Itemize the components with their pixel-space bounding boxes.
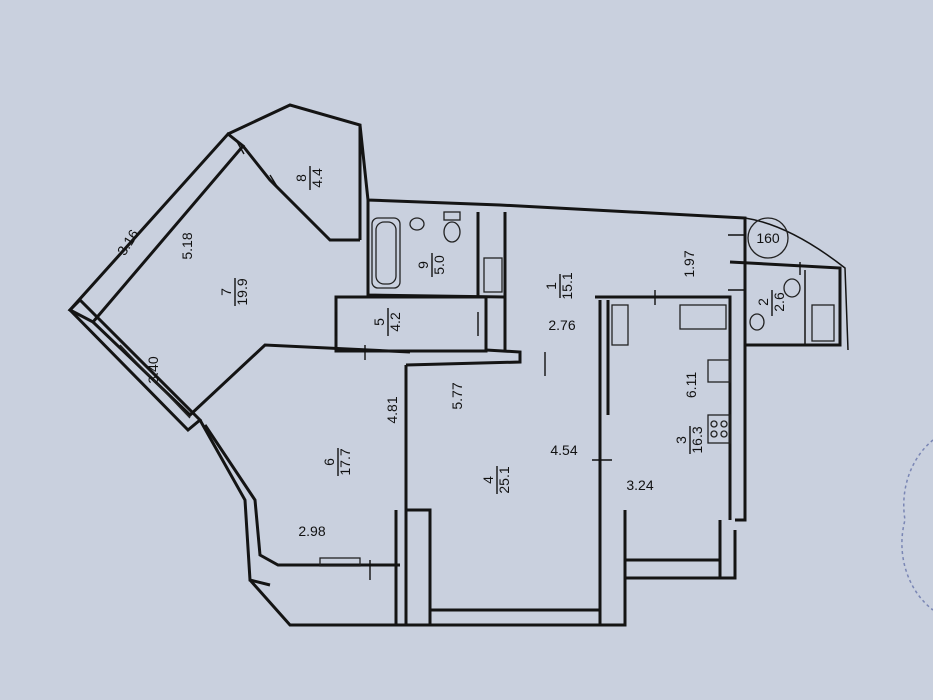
wall-room7-south [91,320,411,418]
wall-outside-right [744,217,849,351]
wall-room4-window [430,608,602,627]
cabinet-icon [811,304,835,342]
room-labels: 1 15.1 2 2.6 3 16.3 4 25.1 5 4.2 6 17.7 [218,166,787,494]
room-number: 2 [755,298,771,306]
room-3-label: 3 16.3 [673,426,705,454]
wall-balcony-left [248,579,395,627]
burner-icon [710,420,718,428]
room-area: 4.2 [387,312,403,332]
wall-room3-window [625,558,722,580]
burner-icon [710,430,718,438]
room-area: 4.4 [309,168,325,188]
wall-room3-corner [718,520,737,580]
wall-room8 [227,103,362,240]
room-area: 16.3 [689,426,705,453]
dimension-labels: 5.18 3.16 3.40 4.81 5.77 2.76 1.97 6.11 … [114,226,780,539]
tick [269,174,279,189]
wall-room2 [729,260,842,347]
kitchen-sink-icon [707,359,731,383]
room-4-label: 4 25.1 [480,466,512,494]
dimension-label: 6.11 [683,372,699,398]
room-5-label: 5 4.2 [371,308,403,336]
bathtub-icon [371,217,401,289]
toilet-icon [443,221,461,243]
dimension-label: 4.54 [550,442,577,458]
room-number: 1 [543,282,559,290]
toilet-tank-icon [443,211,461,221]
dimension-ticks [235,139,801,580]
room-6-label: 6 17.7 [321,448,353,476]
cabinet-icon [611,304,629,346]
walls [67,103,849,627]
ventilation-shaft-label: 160 [756,230,780,246]
room-area: 19.9 [234,278,250,305]
room-number: 8 [293,174,309,182]
wall-room5 [334,295,488,353]
room-9-label: 9 5.0 [415,253,447,277]
room-2-label: 2 2.6 [755,290,787,316]
room-number: 3 [673,436,689,444]
wall-room6 [203,424,400,567]
room-7-label: 7 19.9 [218,278,250,306]
dimension-label: 2.98 [298,523,325,539]
radiator-icon [319,557,361,567]
wall-room8-inner [241,145,360,242]
bathtub-inner-icon [375,221,397,285]
burner-icon [720,420,728,428]
ventilation-shaft-icon [747,217,789,259]
room-area: 15.1 [559,272,575,299]
room-number: 4 [480,476,496,484]
room-8-label: 8 4.4 [293,166,325,190]
dimension-label: 3.24 [626,477,653,493]
dimension-label: 5.77 [449,382,465,409]
cabinet-icon [483,257,503,293]
counter-icon [679,304,727,330]
wall-room4-pier [394,508,432,627]
room-number: 6 [321,458,337,466]
fixtures [119,211,835,567]
dimension-label: 1.97 [681,250,697,277]
dimension-label: 3.40 [145,356,161,383]
room-area: 17.7 [337,448,353,475]
room-number: 7 [218,288,234,296]
window-room7-icon [119,344,191,419]
stove-icon [707,414,731,444]
dimension-label: 2.76 [548,317,575,333]
stamp-mark [901,439,933,611]
room-1-label: 1 15.1 [543,272,575,299]
wall-room6-outer [198,419,271,587]
sink-icon [409,217,425,231]
tick [235,139,245,155]
room-area: 25.1 [496,466,512,493]
wall-north [358,124,747,240]
burner-icon [720,430,728,438]
toilet-icon [783,278,801,298]
room-area: 2.6 [771,292,787,312]
wall-room4-east-pier [598,510,627,627]
wall-corridor [405,348,522,367]
dimension-label: 3.16 [114,226,142,258]
wall-room3-east [735,240,747,522]
dimension-label: 5.18 [179,232,195,259]
dimension-label: 4.81 [384,396,400,423]
sink-icon [749,313,765,331]
room-number: 5 [371,318,387,326]
room-area: 5.0 [431,255,447,275]
wall-room3 [595,295,732,520]
room-number: 9 [415,261,431,269]
